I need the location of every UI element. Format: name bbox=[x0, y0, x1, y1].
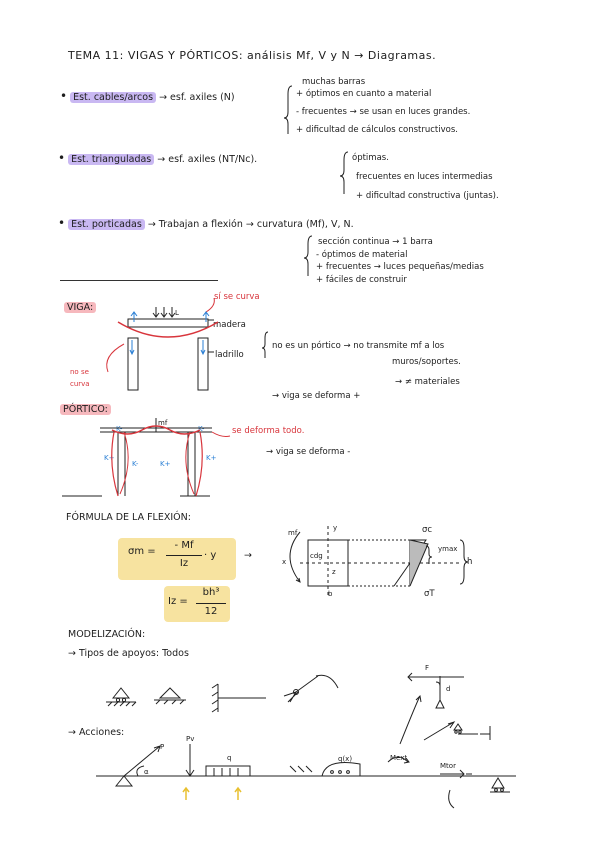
load-qx-label: q(x) bbox=[338, 755, 353, 763]
viga-brace bbox=[261, 331, 269, 358]
portico-heading: PÓRTICO: bbox=[60, 404, 111, 416]
inertia-fraction-bar bbox=[196, 603, 226, 604]
flexion-numerator: - Mf bbox=[174, 540, 194, 551]
acciones-label: → Acciones: bbox=[68, 727, 125, 738]
viga-heading: VIGA: bbox=[64, 302, 97, 314]
load-P-label: P bbox=[160, 743, 165, 751]
inertia-formula-box bbox=[164, 586, 230, 622]
flexion-sigma: σm = bbox=[128, 546, 156, 557]
section-divider bbox=[60, 280, 218, 281]
distance-d-label: d bbox=[446, 685, 451, 693]
viga-curva-label: sí se curva bbox=[214, 292, 260, 302]
trianguladas-note-1: óptimas. bbox=[352, 153, 389, 163]
load-Pv-label: Pv bbox=[186, 735, 195, 743]
trianguladas-note-2: frecuentes en luces intermedias bbox=[356, 172, 493, 182]
viga-ladrillo-label: ladrillo bbox=[215, 350, 244, 360]
force-diagram bbox=[399, 672, 491, 745]
section-b-label: b bbox=[328, 590, 333, 598]
trianguladas-note-3: + dificultad constructiva (juntas). bbox=[356, 191, 499, 201]
cables-label: Est. cables/arcos bbox=[70, 92, 157, 103]
cables-note-3: - frecuentes → se usan en luces grandes. bbox=[296, 107, 471, 117]
section-porticadas: • Est. porticadas → Trabajan a flexión →… bbox=[58, 216, 354, 230]
page-title: TEMA 11: VIGAS Y PÓRTICOS: análisis Mf, … bbox=[68, 49, 437, 62]
section-cables: • Est. cables/arcos → esf. axiles (N) bbox=[60, 89, 235, 103]
force-F-label: F bbox=[425, 664, 430, 672]
viga-load-label: L bbox=[175, 309, 179, 317]
trianguladas-label: Est. trianguladas bbox=[68, 154, 155, 165]
portico-k5: K+ bbox=[160, 460, 171, 468]
viga-note-2: muros/soportes. bbox=[392, 357, 461, 367]
cables-desc: → esf. axiles (N) bbox=[159, 92, 235, 103]
porticadas-note-2: - óptimos de material bbox=[316, 250, 408, 260]
modelizacion-heading: MODELIZACIÓN: bbox=[68, 629, 146, 640]
sigma-c-label: σc bbox=[422, 525, 433, 535]
moment-tor-label: Mtor bbox=[440, 762, 456, 770]
porticadas-note-1: sección continua → 1 barra bbox=[318, 237, 433, 247]
viga-note-3: → ≠ materiales bbox=[395, 377, 460, 387]
porticadas-note-4: + fáciles de construir bbox=[316, 275, 407, 285]
portico-drawing bbox=[62, 418, 231, 497]
inertia-denominator: 12 bbox=[204, 606, 218, 617]
section-y-label: y bbox=[333, 524, 338, 532]
portico-k3: K- bbox=[198, 425, 205, 433]
viga-drawing bbox=[106, 297, 219, 391]
trianguladas-desc: → esf. axiles (NT/Nc). bbox=[157, 154, 258, 165]
sigma-t-label: σT bbox=[424, 589, 435, 599]
flexion-fraction-bar bbox=[166, 555, 202, 556]
actions-beam bbox=[96, 744, 516, 809]
viga-no-curva-label: no se curva bbox=[70, 368, 90, 388]
moment-ext-label: Mext bbox=[390, 754, 408, 762]
viga-note-4: → viga se deforma + bbox=[272, 391, 361, 401]
portico-k2: K+ bbox=[104, 454, 115, 462]
flexion-y: · y bbox=[204, 550, 217, 561]
viga-note-1: no es un pórtico → no transmite mf a los bbox=[272, 341, 445, 351]
cables-brace bbox=[283, 85, 293, 134]
portico-k1: K- bbox=[116, 425, 123, 433]
inertia-numerator: bh³ bbox=[202, 587, 220, 598]
section-mf-label: mf bbox=[288, 529, 298, 537]
load-q-label: q bbox=[227, 754, 232, 762]
flexion-denominator: Iz bbox=[179, 558, 189, 569]
section-h-label: h bbox=[467, 557, 473, 567]
angle-alpha-label: α bbox=[144, 768, 149, 776]
flexion-formula-box bbox=[118, 538, 236, 580]
apoyos-label: → Tipos de apoyos: Todos bbox=[68, 648, 189, 659]
section-x-label: x bbox=[282, 558, 287, 566]
porticadas-label: Est. porticadas bbox=[68, 219, 145, 230]
cables-note-4: + dificultad de cálculos constructivos. bbox=[296, 125, 458, 135]
section-cdg-label: cdg bbox=[310, 552, 323, 560]
portico-k6: K- bbox=[132, 460, 139, 468]
section-trianguladas: • Est. trianguladas → esf. axiles (NT/Nc… bbox=[58, 151, 258, 165]
inertia-label: Iz = bbox=[168, 596, 188, 607]
portico-deforma-label: se deforma todo. bbox=[232, 426, 305, 436]
flexion-section-drawing bbox=[289, 526, 469, 598]
section-z-label: z bbox=[332, 568, 336, 576]
section-ymax-label: ymax bbox=[438, 545, 458, 553]
porticadas-brace bbox=[303, 235, 313, 276]
cables-note-1: muchas barras bbox=[302, 77, 366, 87]
trianguladas-brace bbox=[339, 151, 349, 194]
cables-note-2: + óptimos en cuanto a material bbox=[296, 89, 432, 99]
viga-madera-label: madera bbox=[213, 320, 246, 330]
flexion-arrow: → bbox=[244, 550, 252, 561]
flexion-heading: FÓRMULA DE LA FLEXIÓN: bbox=[66, 512, 191, 523]
portico-k4: K+ bbox=[206, 454, 217, 462]
portico-note: → viga se deforma - bbox=[266, 447, 351, 457]
portico-mf-label: mf bbox=[158, 419, 168, 427]
supports-drawing bbox=[106, 674, 339, 713]
porticadas-desc: → Trabajan a flexión → curvatura (Mf), V… bbox=[147, 219, 354, 230]
porticadas-note-3: + frecuentes → luces pequeñas/medias bbox=[316, 262, 484, 272]
